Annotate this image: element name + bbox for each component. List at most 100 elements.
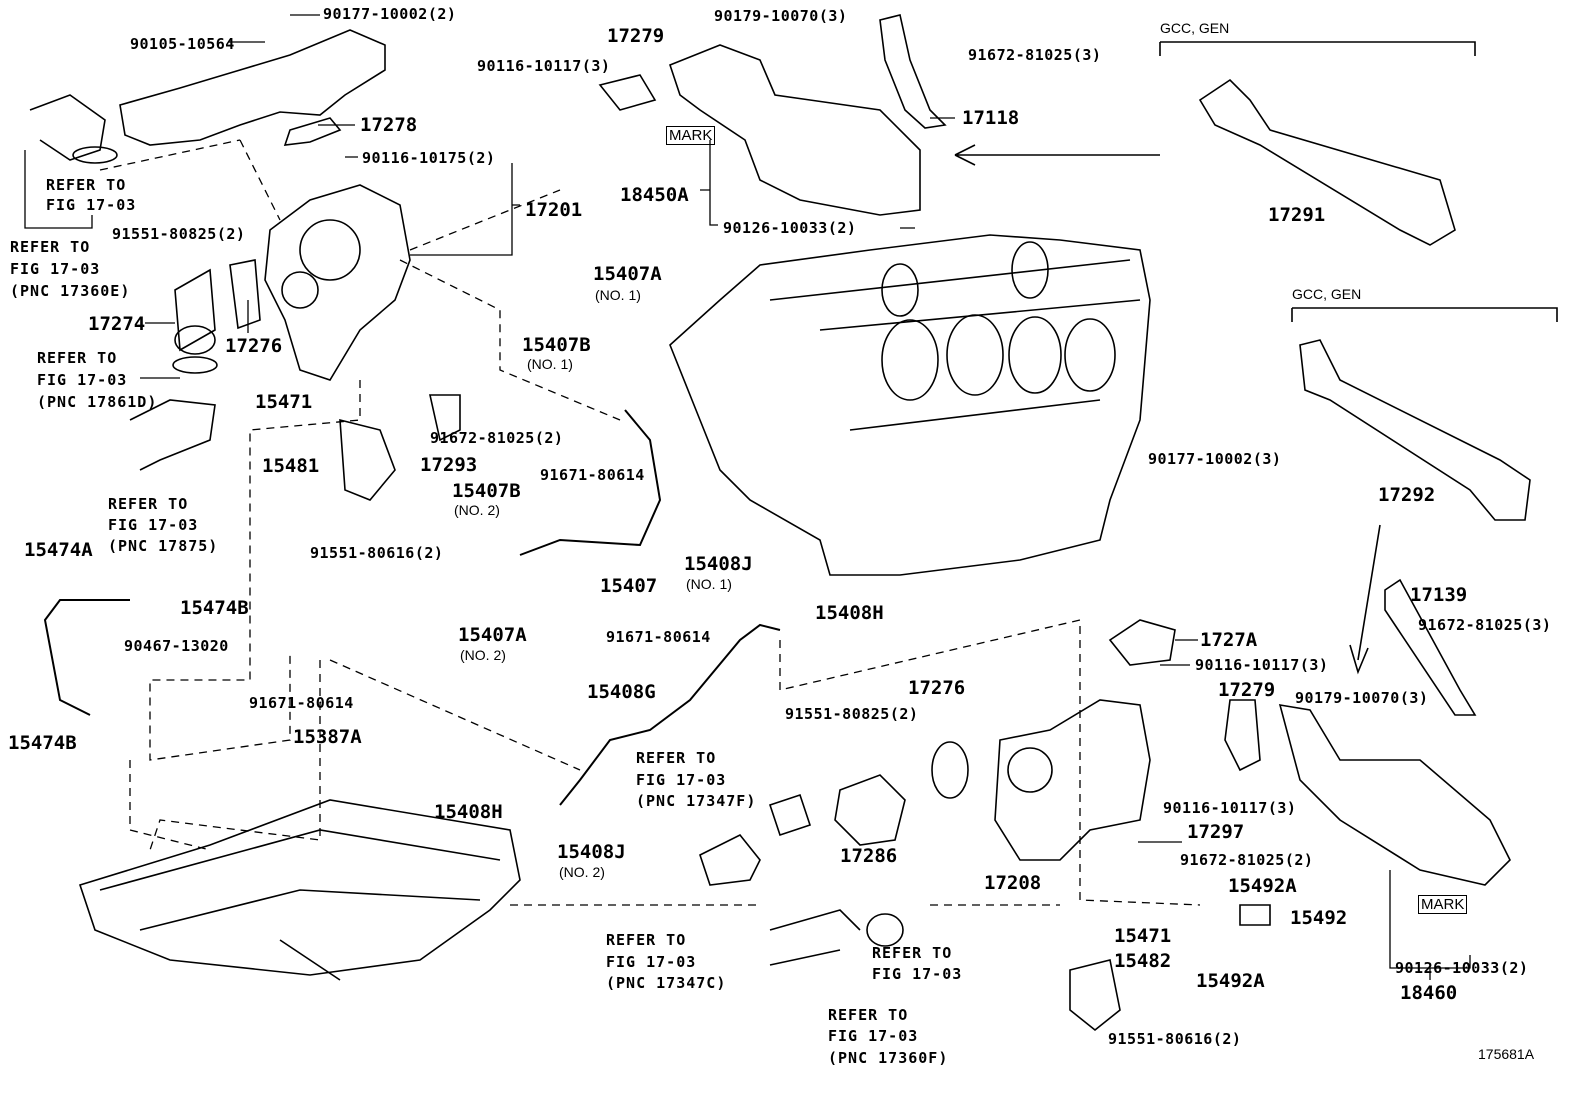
part-number: 17297 xyxy=(1187,821,1245,843)
part-number: 17279 xyxy=(607,25,665,47)
refer-note: FIG 17-03 xyxy=(37,371,128,389)
part-number: 90179-10070(3) xyxy=(1295,689,1429,707)
engine-block xyxy=(669,234,1151,576)
refer-note: REFER TO xyxy=(828,1006,909,1024)
part-number: 17286 xyxy=(840,845,898,867)
turbocharger-left xyxy=(129,184,461,501)
refer-note: REFER TO xyxy=(636,749,717,767)
part-number: 15408H xyxy=(815,602,884,624)
part-number: 15408J xyxy=(684,553,753,575)
part-number: 15408H xyxy=(434,801,503,823)
turbocharger-right xyxy=(699,619,1511,1032)
part-number: 15407B xyxy=(522,334,591,356)
part-number: 15408G xyxy=(587,681,656,703)
part-number: 15492 xyxy=(1290,907,1348,929)
part-number: 15474B xyxy=(8,732,77,754)
refer-note: FIG 17-03 xyxy=(606,953,697,971)
part-note: (NO. 2) xyxy=(559,864,605,880)
part-number: 91672-81025(2) xyxy=(1180,851,1314,869)
variant-label: GCC, GEN xyxy=(1292,286,1362,302)
part-number: 91551-80616(2) xyxy=(310,544,444,562)
refer-note: (PNC 17347F) xyxy=(636,792,757,810)
part-number: 17274 xyxy=(88,313,146,335)
part-number: 1727A xyxy=(1200,629,1258,651)
refer-note: (PNC 17861D) xyxy=(37,393,158,411)
leader-lines xyxy=(99,139,1201,906)
part-number: 91671-80614 xyxy=(249,694,354,712)
part-number: 90116-10175(2) xyxy=(362,149,496,167)
part-number: 90116-10117(3) xyxy=(1163,799,1297,817)
refer-note: (PNC 17360F) xyxy=(828,1049,949,1067)
part-note: (NO. 1) xyxy=(686,576,732,592)
part-number: 15471 xyxy=(255,391,313,413)
part-number: 15492A xyxy=(1196,970,1265,992)
part-number: 15407B xyxy=(452,480,521,502)
part-number: 91671-80614 xyxy=(606,628,711,646)
part-number: 17201 xyxy=(525,199,583,221)
part-number: 17118 xyxy=(962,107,1020,129)
part-number: 15407 xyxy=(600,575,658,597)
refer-note: FIG 17-03 xyxy=(46,196,137,214)
part-number: 18450A xyxy=(620,184,689,206)
part-number: 90467-13020 xyxy=(124,637,229,655)
catalytic-converter-top xyxy=(598,14,1160,216)
part-number: 91551-80616(2) xyxy=(1108,1030,1242,1048)
part-number: 90177-10002(2) xyxy=(323,5,457,23)
part-number: 17276 xyxy=(225,335,283,357)
part-note: (NO. 2) xyxy=(454,502,500,518)
refer-note: REFER TO xyxy=(108,495,189,513)
part-number: 15482 xyxy=(1114,950,1172,972)
refer-note: REFER TO xyxy=(606,931,687,949)
oil-pan xyxy=(78,799,521,981)
part-number: 90126-10033(2) xyxy=(1395,959,1529,977)
part-number: 90126-10033(2) xyxy=(723,219,857,237)
part-number: 17279 xyxy=(1218,679,1276,701)
part-number: 17139 xyxy=(1410,584,1468,606)
part-note: (NO. 2) xyxy=(460,647,506,663)
part-note: (NO. 1) xyxy=(527,356,573,372)
part-number: 15474A xyxy=(24,539,93,561)
part-number: 15492A xyxy=(1228,875,1297,897)
figure-id: 175681A xyxy=(1478,1046,1535,1062)
part-number: 15407A xyxy=(458,624,527,646)
callout-lines xyxy=(24,14,1471,980)
refer-note: REFER TO xyxy=(10,238,91,256)
part-number: 90177-10002(3) xyxy=(1148,450,1282,468)
refer-note: FIG 17-03 xyxy=(636,771,727,789)
variant-label: GCC, GEN xyxy=(1160,20,1230,36)
refer-note: FIG 17-03 xyxy=(10,260,101,278)
mark-label: MARK xyxy=(666,126,716,145)
refer-note: (PNC 17360E) xyxy=(10,282,131,300)
part-number: 15387A xyxy=(293,726,362,748)
part-note: (NO. 1) xyxy=(595,287,641,303)
exhaust-pipes xyxy=(1159,41,1558,716)
part-number: 17278 xyxy=(360,114,418,136)
refer-note: (PNC 17875) xyxy=(108,537,219,555)
refer-note: FIG 17-03 xyxy=(108,516,199,534)
refer-note: (PNC 17347C) xyxy=(606,974,727,992)
part-number: 91672-81025(3) xyxy=(968,46,1102,64)
part-number: 15407A xyxy=(593,263,662,285)
part-number: 15408J xyxy=(557,841,626,863)
part-number: 17293 xyxy=(420,454,478,476)
part-number: 91672-81025(2) xyxy=(430,429,564,447)
part-number: 17291 xyxy=(1268,204,1326,226)
refer-note: FIG 17-03 xyxy=(872,965,963,983)
refer-note: FIG 17-03 xyxy=(828,1027,919,1045)
part-number: 90116-10117(3) xyxy=(477,57,611,75)
part-number: 17276 xyxy=(908,677,966,699)
part-number: 17208 xyxy=(984,872,1042,894)
part-number: 91551-80825(2) xyxy=(785,705,919,723)
refer-note: REFER TO xyxy=(37,349,118,367)
part-number: 15471 xyxy=(1114,925,1172,947)
part-number: 90179-10070(3) xyxy=(714,7,848,25)
mark-label: MARK xyxy=(1418,895,1468,914)
part-number: 91551-80825(2) xyxy=(112,225,246,243)
refer-note: REFER TO xyxy=(872,944,953,962)
part-number: 91671-80614 xyxy=(540,466,645,484)
part-number: 18460 xyxy=(1400,982,1458,1004)
manifold-gasket xyxy=(29,29,386,164)
part-number: 90105-10564 xyxy=(130,35,235,53)
part-number: 15474B xyxy=(180,597,249,619)
